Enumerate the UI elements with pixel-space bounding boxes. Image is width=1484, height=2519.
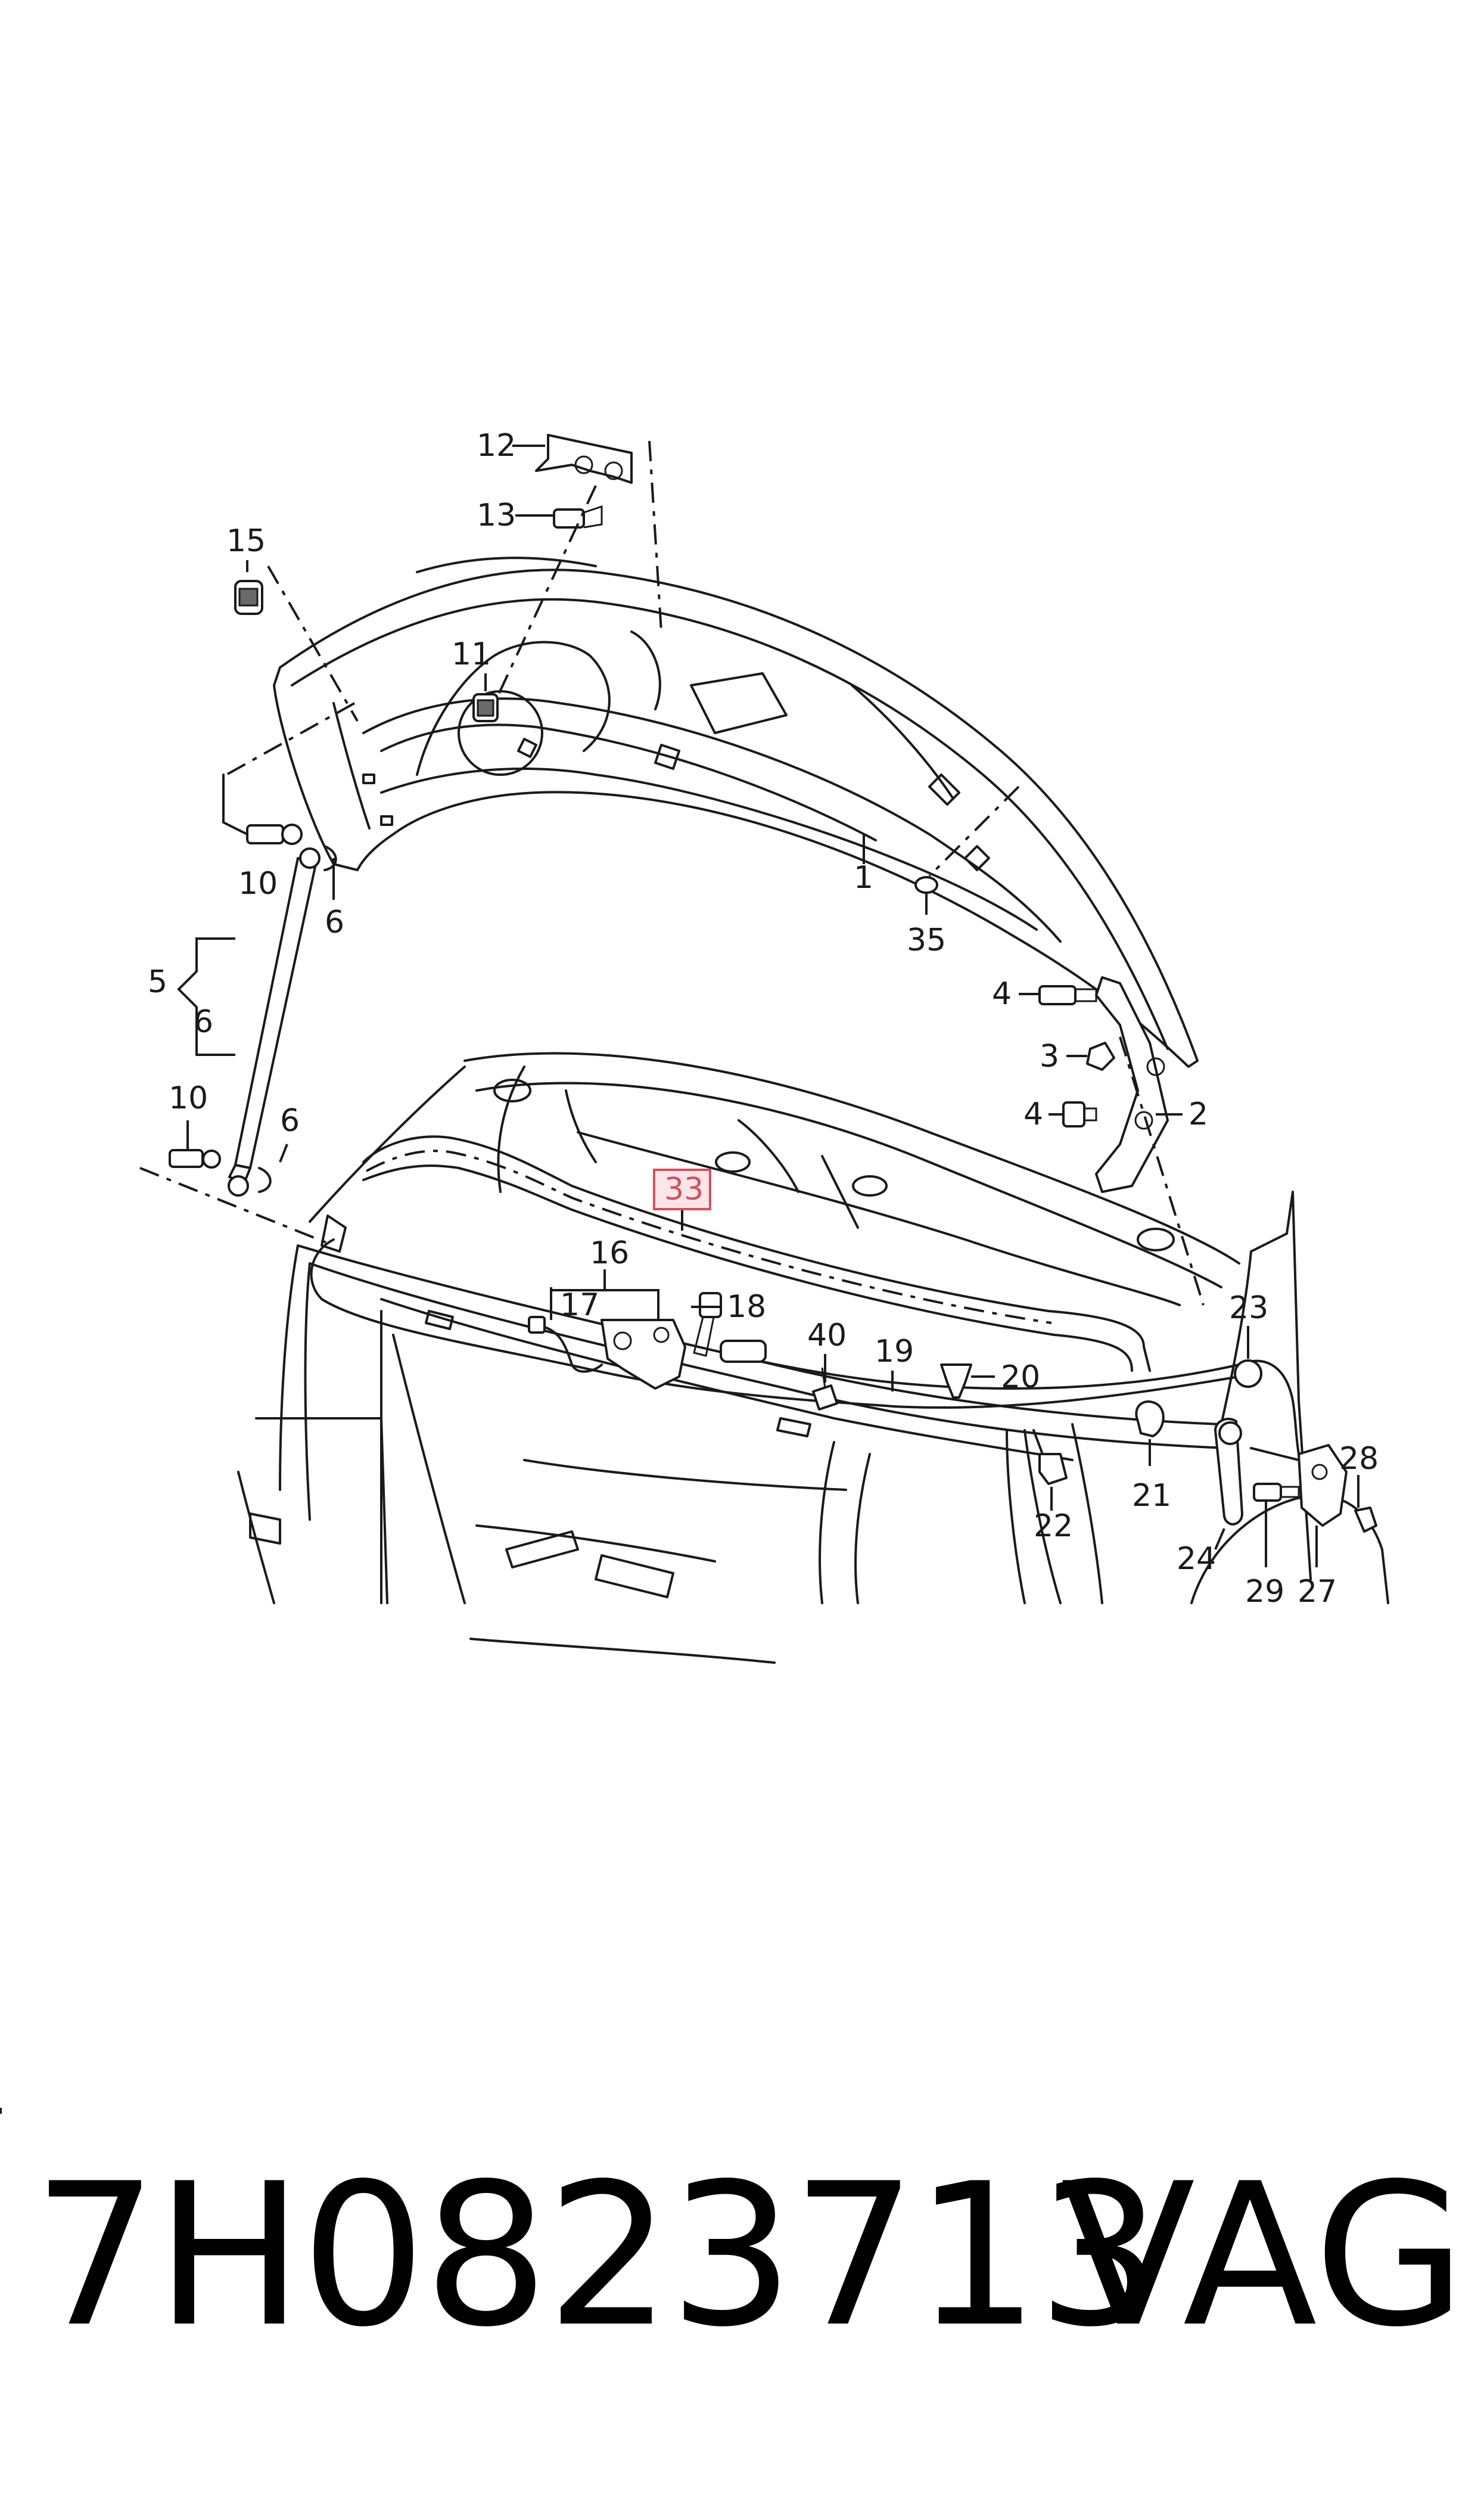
callout-label: 17 bbox=[560, 1287, 599, 1323]
callout-label: 27 bbox=[1298, 1574, 1337, 1610]
highlight-box bbox=[653, 1169, 711, 1210]
callout-label: 1 bbox=[854, 860, 873, 896]
cable-end-part bbox=[720, 1340, 767, 1363]
callout-label: 18 bbox=[727, 1289, 766, 1325]
brand-name: VAG bbox=[1060, 2141, 1466, 2370]
callout-labels: 12 13 15 11 1 35 10 6 5 6 4 3 4 2 10 6 3… bbox=[148, 428, 1379, 1610]
callout-label: 24 bbox=[1177, 1541, 1216, 1577]
callout-label: 6 bbox=[325, 905, 344, 940]
callout-label: 22 bbox=[1034, 1508, 1073, 1544]
callout-label: 21 bbox=[1132, 1478, 1171, 1514]
callout-label-highlighted: 33 bbox=[664, 1172, 704, 1207]
callout-label: 10 bbox=[238, 866, 278, 902]
callout-label: 16 bbox=[590, 1235, 629, 1271]
circlip-part bbox=[323, 845, 337, 871]
callout-label: 11 bbox=[452, 636, 491, 672]
release-lever-part bbox=[1214, 1418, 1243, 1526]
bonnet-lock-part bbox=[528, 1316, 686, 1390]
callout-label: 6 bbox=[194, 1004, 213, 1040]
hood-hinge-part bbox=[1095, 976, 1169, 1193]
lock-carrier-bracket-part bbox=[535, 434, 633, 484]
callout-label: 28 bbox=[1339, 1441, 1379, 1477]
bolt-part bbox=[1062, 1101, 1097, 1128]
bolt-part bbox=[553, 505, 603, 529]
callout-label: 23 bbox=[1229, 1290, 1268, 1326]
callout-label: 2 bbox=[1189, 1097, 1208, 1132]
callout-label: 4 bbox=[1023, 1097, 1043, 1132]
grommet-part bbox=[914, 876, 938, 894]
rubber-buffer-part bbox=[472, 693, 499, 722]
ball-stud-part bbox=[169, 1149, 221, 1169]
clip-part bbox=[812, 1367, 838, 1411]
callout-label: 35 bbox=[907, 923, 946, 958]
callout-label: 20 bbox=[1001, 1359, 1040, 1395]
cable-grommet-part bbox=[1234, 1359, 1262, 1388]
callout-label: 19 bbox=[875, 1334, 914, 1369]
callout-label: 10 bbox=[169, 1080, 208, 1116]
clip-part bbox=[1135, 1400, 1165, 1437]
hood-panel bbox=[273, 557, 1199, 1068]
leader-lines bbox=[186, 445, 1359, 1567]
hood-seal-part bbox=[362, 1135, 1151, 1372]
hood-bump-stop-part bbox=[234, 580, 263, 615]
clip-part bbox=[940, 1363, 972, 1399]
callout-label: 4 bbox=[992, 976, 1012, 1012]
gas-strut-part bbox=[228, 847, 321, 1197]
lever-bracket-part bbox=[1250, 1444, 1348, 1527]
callout-label: 40 bbox=[807, 1318, 847, 1353]
bolt-part bbox=[1038, 985, 1097, 1005]
vehicle-body-structure bbox=[237, 1052, 1389, 1664]
nut-part bbox=[1086, 1042, 1115, 1071]
bolt-part bbox=[693, 1292, 722, 1357]
footer: 7H0823713 VAG bbox=[0, 2157, 1484, 2396]
release-cable-part bbox=[310, 1238, 1300, 1455]
clip-part bbox=[1354, 1507, 1377, 1533]
screw-part bbox=[1253, 1483, 1300, 1502]
callout-label: 12 bbox=[477, 428, 516, 464]
edge-mark bbox=[0, 2108, 2, 2114]
callout-label: 6 bbox=[280, 1103, 300, 1139]
callout-label: 3 bbox=[1040, 1039, 1059, 1074]
circlip-part bbox=[258, 1167, 272, 1193]
callout-label: 13 bbox=[477, 498, 516, 533]
clip-part bbox=[1032, 1429, 1068, 1485]
callout-label: 15 bbox=[226, 523, 266, 559]
callout-label: 29 bbox=[1245, 1574, 1284, 1610]
callout-label: 5 bbox=[148, 964, 167, 1000]
ball-stud-part bbox=[246, 824, 303, 845]
part-number: 7H0823713 bbox=[33, 2141, 1162, 2370]
